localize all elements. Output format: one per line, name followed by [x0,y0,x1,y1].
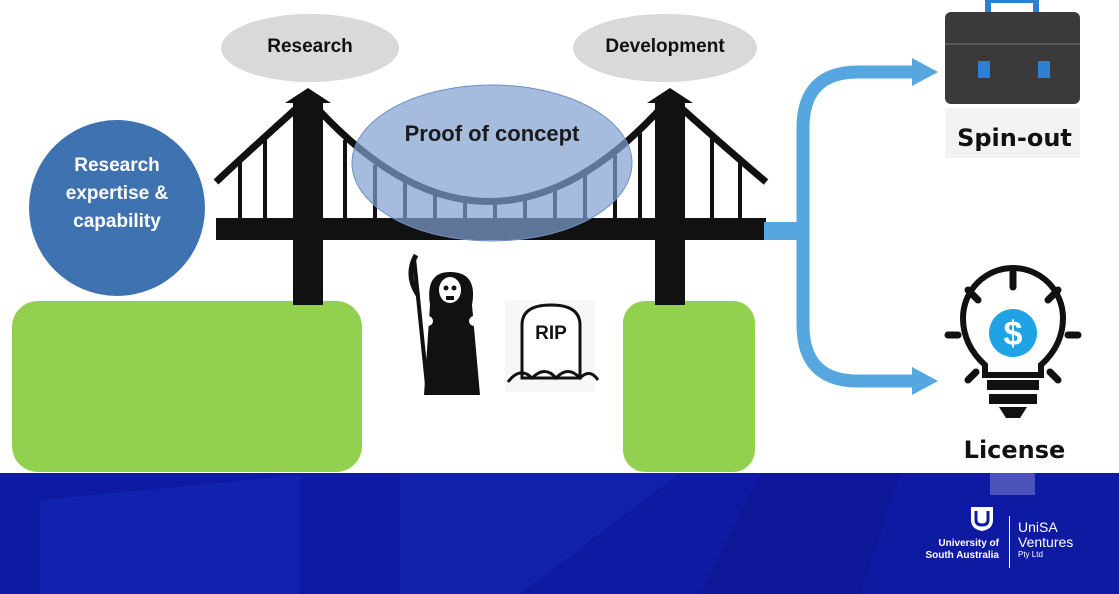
ventures-line-3: Pty Ltd [1018,550,1043,559]
lightbulb-reflection [990,470,1035,495]
expertise-label: Research expertise & capability [37,152,197,236]
development-label: Development [605,36,725,57]
left-land [12,301,362,472]
tombstone-icon [505,300,600,392]
briefcase-icon [945,0,1080,158]
license-label: License [963,436,1066,464]
unisa-logo: University of South Australia UniSA Vent… [924,506,1114,572]
proof-of-concept-label: Proof of concept [404,121,580,146]
spin-out-label: Spin-out [957,124,1072,152]
expertise-line-1: Research [74,155,160,176]
ventures-line-1: UniSA [1018,519,1058,535]
development-oval [573,14,757,82]
rip-label: RIP [535,323,567,344]
lightbulb-dollar-icon: $ [944,265,1082,418]
logo-divider [1009,516,1010,568]
output-arrows [764,58,938,395]
right-land [623,301,755,472]
footer-band [0,473,1119,594]
grim-reaper-icon [408,253,480,396]
proof-of-concept-oval [351,84,633,242]
research-label: Research [267,36,353,57]
expertise-circle [29,120,205,296]
university-line-1: University of [938,538,999,549]
unisa-shield-icon [971,507,993,531]
ventures-line-2: Ventures [1018,534,1074,550]
university-line-2: South Australia [925,550,999,561]
expertise-line-3: capability [73,211,161,232]
expertise-line-2: expertise & [65,183,169,204]
research-oval [221,14,399,82]
svg-text:$: $ [1004,315,1023,353]
